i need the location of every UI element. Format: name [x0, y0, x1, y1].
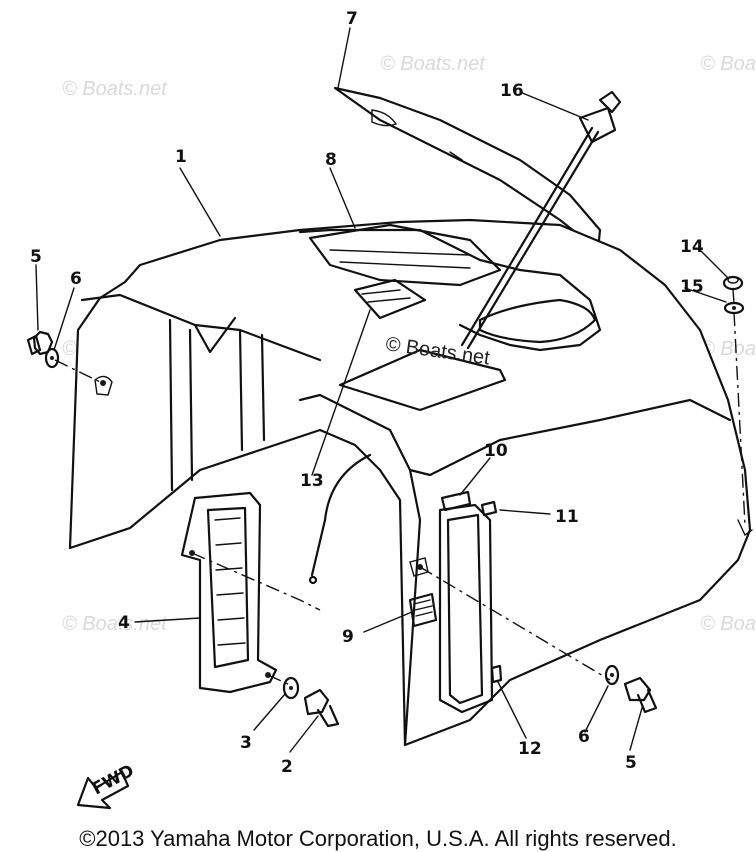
part-16-choke-rod	[308, 90, 622, 585]
part-label-3: 3	[240, 733, 252, 753]
watermark: © Boats.net	[380, 53, 486, 75]
part-7-cover-plate	[333, 86, 602, 252]
part-labels: 1 2 3 4 5 5 6 6 7 8 9 10 11 12 13 14 15 …	[30, 9, 704, 777]
part-label-11: 11	[555, 507, 579, 527]
small-decals	[408, 490, 503, 684]
bolt-left	[26, 330, 60, 369]
assembly-lines	[54, 289, 746, 686]
leader-lines	[35, 27, 729, 753]
part-label-1: 1	[175, 147, 187, 167]
watermark: © Boats.net	[700, 53, 756, 75]
part-1-main-housing	[68, 218, 753, 747]
part-label-5: 5	[625, 753, 637, 773]
part-label-13: 13	[300, 471, 324, 491]
watermark: © Boats.net	[62, 613, 168, 635]
part-label-5: 5	[30, 247, 42, 267]
part-label-14: 14	[680, 237, 704, 257]
copyright-notice: ©2013 Yamaha Motor Corporation, U.S.A. A…	[79, 826, 677, 851]
part-label-6: 6	[578, 727, 590, 747]
part-4-vent-panel	[180, 491, 278, 694]
part-label-7: 7	[346, 9, 358, 29]
part-label-16: 16	[500, 81, 524, 101]
watermark: © Boats.net	[700, 613, 756, 635]
part-label-6: 6	[70, 269, 82, 289]
part-label-9: 9	[342, 627, 354, 647]
part-label-4: 4	[118, 613, 130, 633]
part-8-decal	[308, 223, 502, 287]
part-label-15: 15	[680, 277, 704, 297]
watermark: © Boats.net	[700, 338, 756, 360]
part-label-8: 8	[325, 150, 337, 170]
part-label-10: 10	[484, 441, 508, 461]
part-label-2: 2	[281, 757, 293, 777]
watermark: © Boats.net	[62, 78, 168, 100]
part-label-12: 12	[518, 739, 542, 759]
part-13-decal	[353, 278, 427, 320]
fwd-arrow-icon: FWD	[76, 761, 138, 810]
bolt-bottom	[282, 664, 658, 728]
